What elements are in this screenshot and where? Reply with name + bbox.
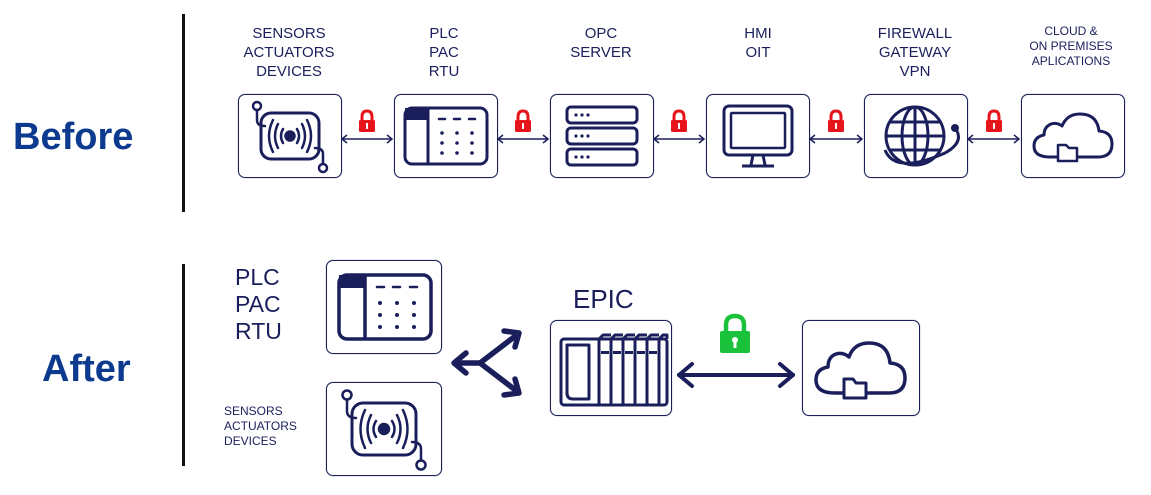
red-lock-icon <box>986 109 1002 132</box>
before-plc-box <box>394 94 498 178</box>
after-divider <box>182 264 185 466</box>
sensor-icon <box>251 100 329 174</box>
red-lock-icon <box>671 109 687 132</box>
before-sensor-box <box>238 94 342 178</box>
cloud-folder-icon <box>1032 112 1114 163</box>
plc-icon <box>403 106 489 166</box>
before-link-3 <box>652 108 706 148</box>
epic-icon <box>559 333 669 407</box>
before-link-2 <box>496 108 550 148</box>
green-lock-icon <box>720 313 750 353</box>
server-icon <box>565 105 639 167</box>
before-monitor-box <box>706 94 810 178</box>
after-plc-box <box>326 260 442 354</box>
after-epic-box <box>550 320 672 416</box>
red-lock-icon <box>359 109 375 132</box>
before-server-box <box>550 94 654 178</box>
epic-label: EPIC <box>573 284 634 314</box>
before-link-4 <box>808 108 864 148</box>
monitor-icon <box>722 104 794 168</box>
after-cloud-box <box>802 320 920 416</box>
before-cloud-box <box>1021 94 1125 178</box>
after-secure-link <box>672 312 800 402</box>
cloud-folder-icon <box>814 341 907 400</box>
red-lock-icon <box>828 109 844 132</box>
plc-icon <box>337 273 433 341</box>
sensor-icon <box>341 389 427 471</box>
after-branch-arrows <box>444 322 534 402</box>
globe-icon <box>883 105 960 167</box>
before-divider <box>182 14 185 212</box>
before-globe-box <box>864 94 968 178</box>
after-sensor-box <box>326 382 442 476</box>
red-lock-icon <box>515 109 531 132</box>
before-link-1 <box>340 108 394 148</box>
after-label: After <box>42 348 131 390</box>
before-link-5 <box>966 108 1021 148</box>
before-label: Before <box>13 116 134 158</box>
